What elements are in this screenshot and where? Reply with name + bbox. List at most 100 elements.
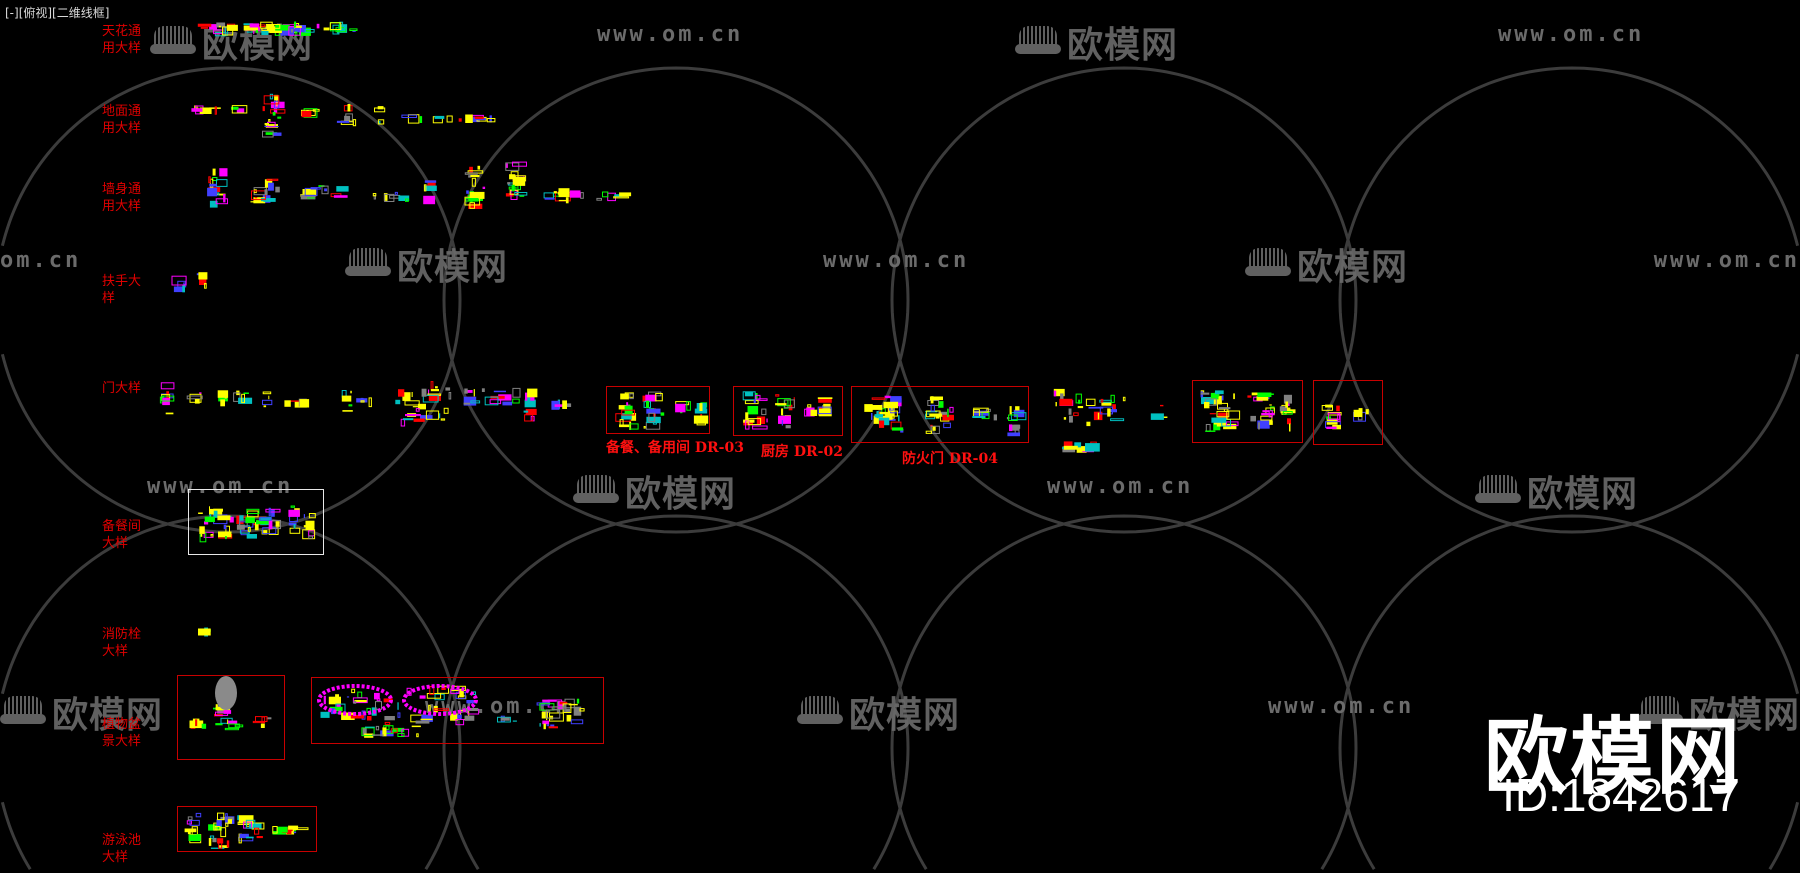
cad-detail-drawing[interactable] [207, 168, 228, 208]
cad-detail-drawing[interactable] [523, 388, 538, 422]
cad-detail-drawing[interactable] [497, 715, 517, 723]
cad-detail-drawing[interactable] [372, 193, 401, 202]
cad-detail-drawing[interactable] [742, 391, 768, 430]
cad-detail-drawing[interactable] [189, 718, 207, 729]
cad-detail-drawing[interactable] [406, 685, 480, 726]
door-detail-frame[interactable] [1313, 380, 1383, 445]
cad-line [554, 404, 567, 407]
cad-detail-drawing[interactable] [243, 21, 358, 37]
cad-detail-drawing[interactable] [1150, 404, 1168, 420]
cad-detail-drawing[interactable] [675, 401, 691, 414]
cad-detail-drawing[interactable] [1006, 406, 1027, 437]
cad-detail-drawing[interactable] [356, 397, 372, 408]
door-dr03-frame[interactable] [606, 386, 710, 434]
cad-line [1262, 410, 1270, 413]
cad-detail-drawing[interactable] [262, 121, 282, 138]
cad-detail-drawing[interactable] [463, 387, 521, 406]
cad-line [204, 521, 209, 525]
cad-detail-drawing[interactable] [208, 812, 235, 849]
cad-detail-drawing[interactable] [262, 391, 273, 408]
cad-detail-drawing[interactable] [217, 390, 229, 407]
cad-detail-drawing[interactable] [272, 825, 309, 835]
cad-detail-drawing[interactable] [615, 392, 639, 430]
cad-detail-drawing[interactable] [320, 688, 401, 725]
cad-detail-drawing[interactable] [184, 812, 202, 844]
cad-line [747, 406, 759, 415]
cad-line [209, 506, 210, 515]
cad-line [489, 399, 502, 405]
cad-detail-drawing[interactable] [262, 93, 286, 123]
cad-detail-drawing[interactable] [171, 275, 187, 293]
cad-detail-drawing[interactable] [395, 381, 452, 427]
row-label-pool: 游泳池大样 [102, 832, 152, 866]
cad-detail-drawing[interactable] [596, 191, 632, 202]
cad-detail-drawing[interactable] [401, 114, 496, 124]
cad-detail-drawing[interactable] [288, 505, 301, 534]
cad-detail-drawing[interactable] [198, 627, 211, 637]
cad-detail-drawing[interactable] [804, 404, 818, 417]
door-dr04-frame[interactable] [851, 386, 1029, 443]
cad-detail-drawing[interactable] [1053, 388, 1126, 427]
cad-detail-drawing[interactable] [864, 395, 904, 433]
cad-detail-drawing[interactable] [1062, 441, 1100, 453]
cad-line [745, 412, 749, 421]
cad-line [383, 698, 393, 703]
cad-detail-drawing[interactable] [302, 513, 316, 540]
cad-detail-drawing[interactable] [374, 106, 386, 125]
plant-detail-frame[interactable] [177, 675, 285, 760]
cad-line [189, 819, 200, 826]
cad-detail-drawing[interactable] [233, 390, 253, 404]
bonsai-detail-frame[interactable] [311, 677, 604, 744]
cad-detail-drawing[interactable] [361, 725, 421, 738]
cad-detail-drawing[interactable] [284, 398, 310, 408]
cad-detail-drawing[interactable] [394, 191, 410, 202]
cad-detail-drawing[interactable] [1321, 404, 1342, 430]
cad-detail-drawing[interactable] [536, 698, 585, 730]
cad-detail-drawing[interactable] [300, 185, 349, 200]
cad-detail-drawing[interactable] [642, 391, 665, 430]
cad-detail-drawing[interactable] [159, 382, 175, 415]
cad-line [350, 714, 365, 719]
cad-detail-drawing[interactable] [972, 407, 997, 421]
cad-line [947, 408, 949, 418]
cad-detail-drawing[interactable] [250, 178, 280, 204]
viewport-label[interactable]: [-][俯视][二维线框] [5, 6, 110, 20]
cad-detail-drawing[interactable] [336, 104, 357, 127]
cad-detail-drawing[interactable] [236, 507, 281, 539]
cad-detail-drawing[interactable] [1247, 392, 1275, 430]
cad-detail-drawing[interactable] [505, 161, 528, 201]
cad-detail-drawing[interactable] [464, 165, 486, 209]
cad-detail-drawing[interactable] [817, 397, 833, 417]
cad-line [1097, 412, 1100, 420]
cad-line [1204, 402, 1210, 409]
cad-detail-drawing[interactable] [237, 815, 265, 844]
cad-detail-drawing[interactable] [423, 180, 437, 205]
door-detail-frame[interactable] [1192, 380, 1303, 443]
cad-line [1076, 446, 1087, 453]
pantry-detail-frame[interactable] [188, 489, 324, 555]
cad-detail-drawing[interactable] [775, 394, 795, 429]
cad-detail-drawing[interactable] [329, 22, 356, 33]
cad-detail-drawing[interactable] [1282, 394, 1293, 432]
cad-line [898, 415, 900, 422]
cad-detail-drawing[interactable] [220, 717, 244, 731]
cad-detail-drawing[interactable] [191, 105, 248, 115]
cad-detail-drawing[interactable] [341, 390, 353, 412]
cad-line [198, 512, 203, 514]
cad-detail-drawing[interactable] [1353, 408, 1369, 422]
cad-detail-drawing[interactable] [301, 108, 320, 118]
cad-detail-drawing[interactable] [252, 716, 272, 728]
cad-detail-drawing[interactable] [925, 396, 954, 435]
cad-line [1365, 409, 1369, 415]
cad-detail-drawing[interactable] [1200, 390, 1241, 432]
cad-detail-drawing[interactable] [693, 402, 709, 426]
cad-detail-drawing[interactable] [551, 399, 572, 410]
cad-detail-drawing[interactable] [186, 392, 203, 404]
pool-detail-frame[interactable] [177, 806, 317, 852]
cad-detail-drawing[interactable] [196, 272, 208, 289]
cad-line [778, 415, 791, 424]
cad-detail-drawing[interactable] [198, 506, 234, 543]
cad-detail-drawing[interactable] [543, 188, 584, 204]
door-dr02-frame[interactable] [733, 386, 843, 436]
